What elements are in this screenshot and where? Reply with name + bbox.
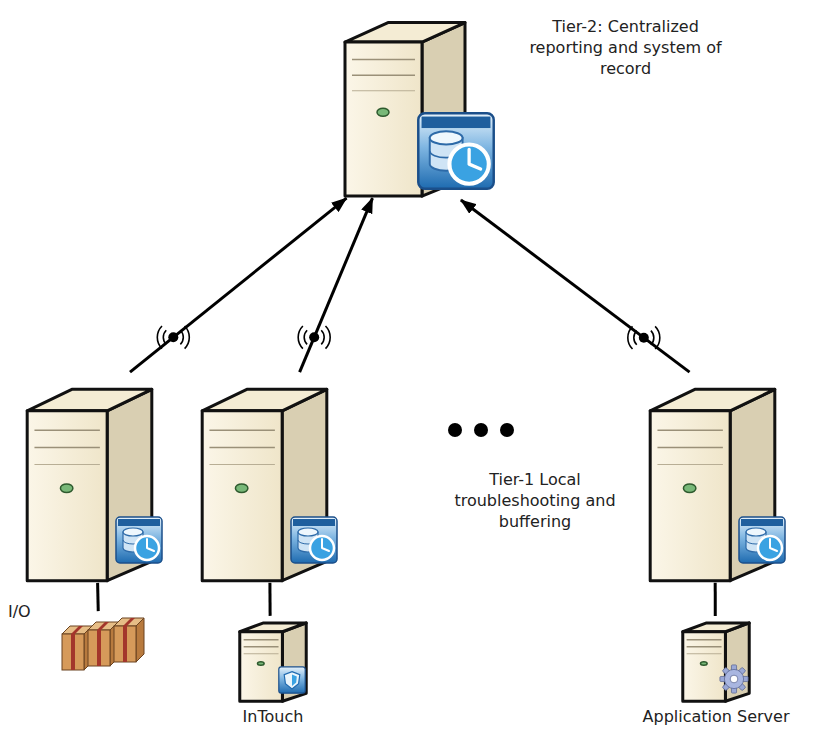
wireless-symbol (157, 326, 189, 349)
ellipsis-dots (448, 423, 514, 437)
link-line (714, 583, 717, 616)
server-node: Application Server (680, 615, 752, 703)
wireless-symbol (628, 326, 660, 349)
db-icon (289, 515, 339, 565)
server-node: InTouch (237, 615, 309, 703)
node-label: Application Server (643, 707, 790, 728)
node-label: InTouch (243, 707, 304, 728)
node-label: Tier-2: Centralized reporting and system… (518, 17, 733, 79)
uplink-arrow (130, 198, 347, 372)
ellipsis-dot (448, 423, 462, 437)
node-label: I/O (8, 602, 31, 623)
shield-icon (277, 665, 307, 695)
server-node (197, 370, 332, 585)
uplink-arrow (300, 198, 373, 372)
link-line (268, 583, 271, 616)
wireless-symbol (298, 326, 330, 349)
tier-note: Tier-1 Local troubleshooting and bufferi… (440, 470, 630, 532)
cardboard-box (114, 618, 144, 662)
ellipsis-dot (474, 423, 488, 437)
ellipsis-dot (500, 423, 514, 437)
io-device: I/O (60, 608, 145, 670)
uplink-arrow (461, 200, 690, 372)
server-node (22, 370, 157, 585)
db-icon (415, 110, 497, 192)
link-line (96, 583, 100, 611)
gear-icon (718, 663, 750, 695)
io-boxes (60, 608, 145, 670)
db-icon (114, 515, 164, 565)
server-node: Tier-2: Centralized reporting and system… (340, 5, 470, 200)
server-node (645, 370, 780, 585)
db-icon (737, 515, 787, 565)
